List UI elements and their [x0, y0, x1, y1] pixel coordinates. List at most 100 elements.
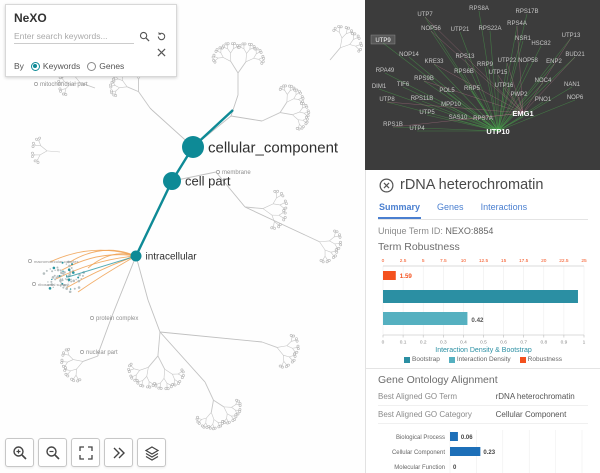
network-node[interactable]: UTP7 — [417, 12, 433, 18]
zoom-in-button[interactable] — [5, 438, 34, 467]
expand-all-button[interactable] — [104, 438, 133, 467]
network-node[interactable]: NOP14 — [399, 52, 419, 58]
unique-term-id: Unique Term ID: NEXO:8854 — [378, 226, 494, 236]
svg-text:Cellular Component: Cellular Component — [392, 450, 445, 456]
svg-text:20: 20 — [541, 258, 547, 264]
layers-button[interactable] — [137, 438, 166, 467]
network-node[interactable]: UTP21 — [451, 27, 470, 33]
tab-genes[interactable]: Genes — [437, 202, 464, 212]
network-node[interactable]: NOP6 — [567, 95, 584, 101]
svg-text:Biological Process: Biological Process — [396, 435, 445, 441]
tree-node[interactable] — [182, 136, 204, 158]
network-node[interactable]: UTP8 — [379, 97, 395, 103]
network-node[interactable]: RPS22A — [478, 26, 501, 32]
network-node[interactable]: SAS10 — [449, 115, 468, 121]
search-icon[interactable] — [137, 30, 151, 44]
search-by-label: By — [14, 61, 24, 71]
network-node[interactable]: EMG1 — [512, 109, 533, 118]
network-node[interactable]: BUD21 — [565, 52, 585, 58]
network-node[interactable]: RPS8A — [469, 6, 489, 12]
svg-text:7.5: 7.5 — [440, 258, 447, 264]
svg-text:0.2: 0.2 — [420, 340, 427, 346]
svg-text:10: 10 — [461, 258, 467, 264]
tab-summary[interactable]: Summary — [378, 199, 422, 219]
gene-network-panel[interactable]: UTP7 RPS8A RPS17B NOP56 UTP21 RPS22A RPS4A NSR1… — [365, 0, 600, 170]
tab-interactions[interactable]: Interactions — [480, 202, 528, 212]
svg-text:12.5: 12.5 — [479, 258, 489, 264]
svg-text:0.8: 0.8 — [540, 340, 547, 346]
radio-checked-icon — [30, 61, 40, 71]
network-node[interactable]: UTP4 — [409, 126, 425, 132]
network-node[interactable]: RPS7A — [473, 116, 493, 122]
network-node[interactable]: RPS4A — [507, 21, 527, 27]
network-node[interactable]: UTP9 — [375, 38, 391, 44]
clear-search-icon[interactable] — [154, 45, 168, 59]
svg-text:0.6: 0.6 — [500, 340, 507, 346]
svg-text:5: 5 — [422, 258, 425, 264]
search-mode-genes[interactable]: Genes — [87, 61, 124, 71]
network-node[interactable]: ENP2 — [546, 59, 562, 65]
legend-item: Interaction Density — [448, 356, 511, 363]
svg-text:15: 15 — [501, 258, 507, 264]
network-node[interactable]: RPS6B — [454, 69, 474, 75]
tree-node[interactable] — [163, 172, 181, 190]
network-node[interactable]: NAN1 — [564, 82, 581, 88]
svg-text:0.42: 0.42 — [471, 317, 484, 324]
network-node[interactable]: RPS1B — [383, 122, 403, 128]
network-node[interactable]: RPS17B — [515, 9, 538, 15]
term-title: rDNA heterochromatin — [400, 177, 544, 193]
legend-item: Robustness — [519, 356, 562, 363]
network-node[interactable]: RRP5 — [464, 86, 481, 92]
detail-tabs: Summary Genes Interactions — [378, 199, 588, 220]
network-node[interactable]: NOP58 — [518, 58, 538, 64]
network-node[interactable]: UTP22 — [498, 58, 517, 64]
network-node[interactable]: DIM1 — [372, 84, 387, 90]
close-icon[interactable] — [378, 177, 394, 193]
svg-text:0.9: 0.9 — [561, 340, 568, 346]
svg-text:intracellular: intracellular — [146, 252, 198, 263]
network-node[interactable]: UTP13 — [562, 33, 581, 39]
network-node[interactable]: HSC82 — [531, 41, 551, 47]
svg-text:2.5: 2.5 — [400, 258, 407, 264]
tree-node[interactable] — [130, 250, 142, 262]
search-input[interactable] — [14, 29, 134, 44]
svg-text:0.1: 0.1 — [400, 340, 407, 346]
network-node[interactable]: RPS11B — [411, 96, 434, 102]
search-mode-keywords[interactable]: Keywords — [30, 61, 80, 71]
network-node[interactable]: PNO1 — [535, 97, 552, 103]
svg-text:0.7: 0.7 — [520, 340, 527, 346]
network-node[interactable]: UTP15 — [489, 70, 508, 76]
radio-unchecked-icon — [87, 61, 97, 71]
network-node[interactable]: NOP56 — [421, 26, 441, 32]
network-node[interactable]: NSR1 — [515, 36, 532, 42]
svg-text:ribosomal subunit: ribosomal subunit — [38, 282, 70, 287]
svg-text:0.06: 0.06 — [461, 435, 473, 441]
network-node[interactable]: RPA49 — [376, 68, 395, 74]
network-node[interactable]: POL5 — [439, 88, 455, 94]
network-node[interactable]: RPS9B — [414, 76, 434, 82]
search-mode-group: By Keywords Genes — [14, 61, 168, 71]
network-node[interactable]: MPP10 — [441, 102, 461, 108]
fit-view-button[interactable] — [71, 438, 100, 467]
svg-text:0.5: 0.5 — [480, 340, 487, 346]
network-node[interactable]: UTP16 — [495, 83, 514, 89]
zoom-out-button[interactable] — [38, 438, 67, 467]
network-node[interactable]: KRE33 — [424, 59, 444, 65]
gene-network-canvas[interactable]: UTP7 RPS8A RPS17B NOP56 UTP21 RPS22A RPS4A NSR1… — [365, 0, 600, 170]
svg-text:1: 1 — [583, 340, 586, 346]
network-node[interactable]: UTP10 — [486, 127, 509, 136]
app-title: NeXO — [14, 11, 47, 25]
network-node[interactable]: RRP9 — [477, 62, 494, 68]
network-node[interactable]: PWP2 — [510, 92, 528, 98]
network-node[interactable]: TIF6 — [397, 82, 410, 88]
reset-search-icon[interactable] — [154, 30, 168, 44]
svg-text:0: 0 — [382, 258, 385, 264]
network-node[interactable]: RPS13 — [455, 54, 475, 60]
network-node[interactable]: UTP5 — [419, 110, 435, 116]
divider — [366, 368, 600, 369]
svg-text:1.59: 1.59 — [400, 273, 413, 280]
network-node[interactable]: NOC4 — [535, 78, 552, 84]
